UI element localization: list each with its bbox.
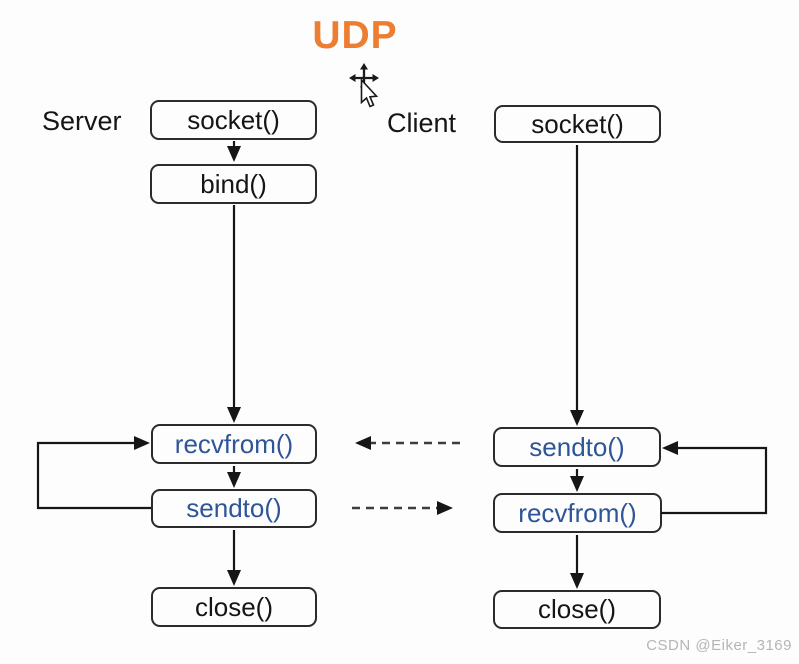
move-cursor-icon: [349, 63, 379, 108]
diagram-title: UDP: [312, 14, 398, 57]
watermark: CSDN @Eiker_3169: [646, 637, 792, 654]
node-client-recvfrom: recvfrom(): [493, 493, 662, 533]
node-client-close: close(): [493, 590, 661, 629]
loop-arrow-client-recvfrom-to-sendto: [661, 441, 768, 515]
node-server-recvfrom: recvfrom(): [151, 424, 317, 464]
node-client-socket: socket(): [494, 105, 661, 143]
node-server-close: close(): [151, 587, 317, 627]
loop-arrow-server-sendto-to-recvfrom: [36, 436, 151, 510]
server-column-label: Server: [42, 106, 122, 136]
node-server-socket: socket(): [150, 100, 317, 140]
node-server-sendto: sendto(): [151, 489, 317, 528]
node-client-sendto: sendto(): [493, 427, 661, 467]
node-server-bind: bind(): [150, 164, 317, 204]
client-column-label: Client: [387, 108, 457, 138]
